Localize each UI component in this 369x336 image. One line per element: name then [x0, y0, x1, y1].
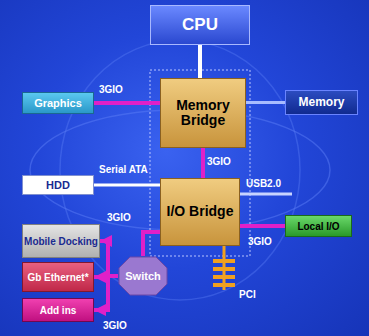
bus-connector — [94, 276, 118, 310]
node-label: CPU — [182, 16, 218, 35]
bus-label: 3GIO — [247, 236, 273, 247]
pci-bar — [213, 275, 235, 279]
node-label: I/O Bridge — [167, 204, 234, 219]
bus-connector — [246, 101, 285, 104]
chipset-outline — [150, 70, 250, 256]
cpu-box: CPU — [150, 5, 250, 45]
switch-octagon: Switch — [118, 256, 168, 296]
device-box: HDD — [22, 175, 94, 195]
device-box: Mobile Docking — [22, 224, 100, 258]
device-box: Gb Ethernet* — [22, 262, 94, 292]
bus-connector — [198, 45, 202, 78]
bus-label: Serial ATA — [98, 164, 149, 175]
device-box: Local I/O — [285, 215, 352, 237]
bus-connector — [201, 148, 205, 178]
memory-box: Memory — [285, 90, 358, 115]
orbit-swirl — [60, 40, 300, 300]
pci-bar — [213, 259, 235, 263]
node-label: Local I/O — [297, 221, 339, 232]
node-label: Mobile Docking — [24, 236, 98, 247]
bus-connector — [94, 101, 160, 105]
bus-label: PCI — [238, 289, 257, 300]
bus-label: 3GIO — [98, 84, 124, 95]
bus-connector — [240, 224, 285, 228]
bus-label: USB2.0 — [245, 178, 282, 189]
node-label: Add ins — [40, 305, 77, 316]
node-label: Memory Bridge — [161, 98, 245, 129]
bridge-box: Memory Bridge — [160, 78, 246, 148]
node-label: Memory — [298, 96, 344, 109]
node-label: HDD — [46, 179, 70, 191]
pci-bar — [213, 267, 235, 271]
bus-connector — [143, 232, 160, 256]
bus-connector — [94, 184, 160, 187]
node-label: Switch — [125, 270, 160, 282]
bus-label: 3GIO — [106, 212, 132, 223]
node-label: Graphics — [34, 97, 82, 109]
bus-label: 3GIO — [206, 156, 232, 167]
pci-bar — [213, 283, 235, 287]
bus-label: 3GIO — [102, 320, 128, 331]
octagon-shape — [119, 257, 167, 295]
device-box: Graphics — [22, 92, 94, 114]
device-box: Add ins — [22, 298, 94, 322]
pci-bus-symbol — [213, 246, 235, 290]
bus-connector — [100, 241, 118, 276]
bridge-box: I/O Bridge — [160, 178, 240, 246]
node-label: Gb Ethernet* — [27, 272, 88, 283]
usb-wire — [240, 193, 292, 196]
